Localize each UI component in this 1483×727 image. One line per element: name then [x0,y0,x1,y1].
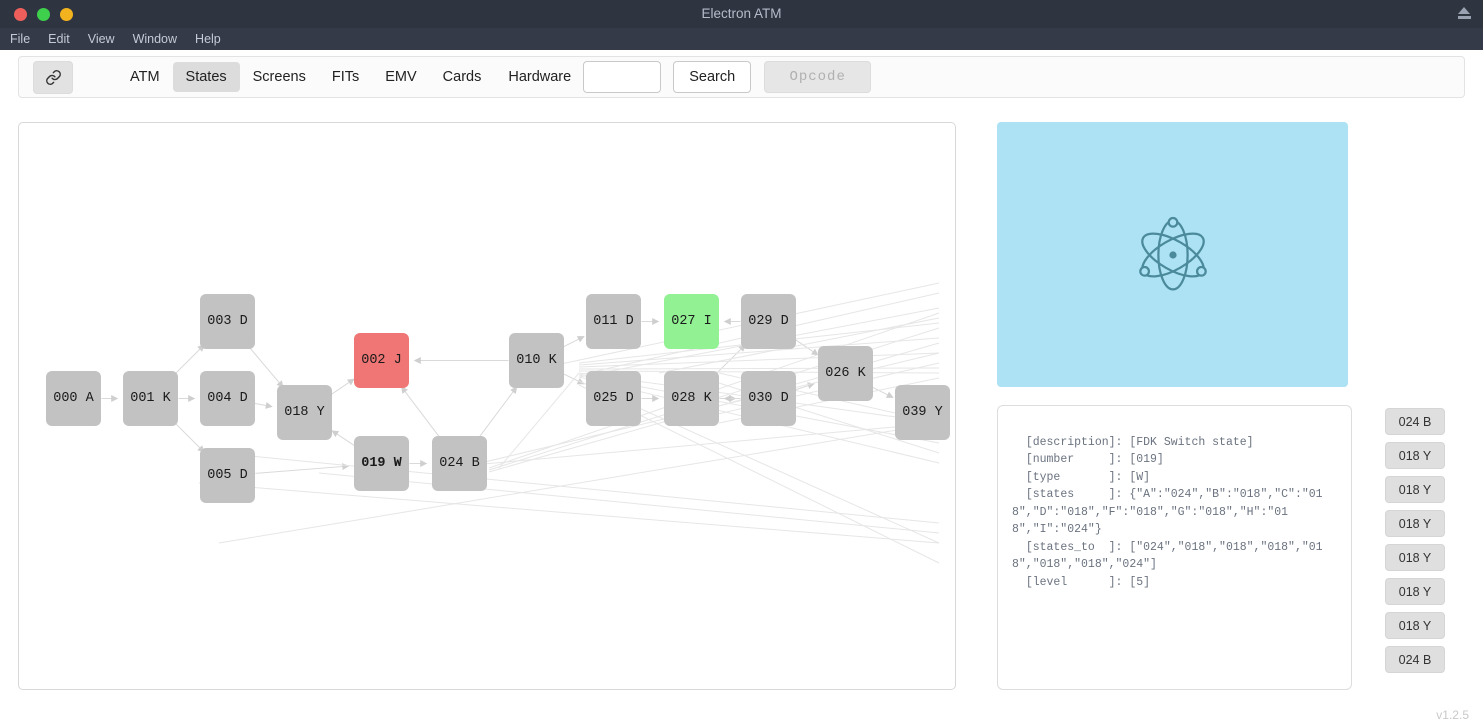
graph-node-010-k[interactable]: 010 K [509,333,564,388]
graph-node-030-d[interactable]: 030 D [741,371,796,426]
graph-node-003-d[interactable]: 003 D [200,294,255,349]
graph-node-028-k[interactable]: 028 K [664,371,719,426]
state-graph-panel[interactable]: 000 A 001 K 003 D 004 D 005 D 018 Y 002 J 019 W… [18,122,956,690]
traffic-light-controls [14,8,73,21]
graph-edge [254,402,273,409]
graph-edge [255,463,350,474]
menu-bar: File Edit View Window Help [0,28,1483,50]
graph-edge [475,386,518,442]
state-details-panel: [description]: [FDK Switch state] [numbe… [997,405,1352,690]
nav-tab-emv[interactable]: EMV [385,69,417,85]
stack-item[interactable]: 024 B [1385,408,1445,435]
graph-edge [870,385,894,399]
graph-edge [245,342,284,388]
stack-item[interactable]: 024 B [1385,646,1445,673]
state-details-text: [description]: [FDK Switch state] [numbe… [1012,436,1323,589]
graph-edge-background [658,317,940,374]
electron-logo-panel [997,122,1348,387]
stack-item[interactable]: 018 Y [1385,578,1445,605]
graph-edge [331,430,359,449]
graph-edge-background [678,362,940,424]
window-title: Electron ATM [701,6,782,21]
link-icon [45,69,61,85]
nav-tab-cards[interactable]: Cards [442,69,482,85]
state-history-stack: 024 B 018 Y 018 Y 018 Y 018 Y 018 Y 018 Y 024 B [1385,408,1445,673]
menu-item-edit[interactable]: Edit [48,32,70,46]
graph-edge-background [518,282,940,374]
stack-item[interactable]: 018 Y [1385,510,1445,537]
hardware-label: Hardware [508,69,572,85]
graph-node-004-d[interactable]: 004 D [200,371,255,426]
menu-item-help[interactable]: Help [195,32,221,46]
graph-node-025-d[interactable]: 025 D [586,371,641,426]
graph-node-005-d[interactable]: 005 D [200,448,255,503]
stack-item[interactable]: 018 Y [1385,544,1445,571]
graph-node-000-a[interactable]: 000 A [46,371,101,426]
nav-tab-screens[interactable]: Screens [252,69,306,85]
graph-edge [327,378,355,398]
maximize-window-button[interactable] [60,8,73,21]
window-titlebar: Electron ATM [0,0,1483,28]
nav-tab-states[interactable]: States [172,62,240,92]
minimize-window-button[interactable] [37,8,50,21]
graph-node-026-k[interactable]: 026 K [818,346,873,401]
graph-node-002-j[interactable]: 002 J [354,333,409,388]
app-version: v1.2.5 [1436,708,1469,722]
menu-item-window[interactable]: Window [132,32,178,46]
stack-item[interactable]: 018 Y [1385,442,1445,469]
graph-edge [794,382,815,391]
nav-tab-atm[interactable]: ATM [130,69,160,85]
graph-edge-background [578,337,940,366]
section-nav: ATM States Screens FITs EMV Cards [117,62,494,92]
graph-node-011-d[interactable]: 011 D [586,294,641,349]
graph-edge-background [498,372,580,469]
graph-edge-background [218,422,940,544]
graph-node-027-i[interactable]: 027 I [664,294,719,349]
graph-edge-background [578,352,940,368]
stack-item[interactable]: 018 Y [1385,476,1445,503]
connect-button[interactable] [33,60,73,94]
main-toolbar: ATM States Screens FITs EMV Cards Hardwa… [18,56,1465,98]
close-window-button[interactable] [14,8,27,21]
graph-edge [791,336,819,356]
graph-edge-background [438,422,940,469]
graph-node-039-y[interactable]: 039 Y [895,385,950,440]
graph-node-019-w[interactable]: 019 W [354,436,409,491]
menu-item-view[interactable]: View [87,32,115,46]
graph-node-001-k[interactable]: 001 K [123,371,178,426]
eject-icon[interactable] [1455,7,1473,21]
graph-edge [400,386,443,442]
search-button[interactable]: Search [673,61,752,93]
hardware-input[interactable] [583,61,662,93]
graph-node-018-y[interactable]: 018 Y [277,385,332,440]
eject-bar [1457,16,1471,19]
electron-logo-icon [1138,216,1207,291]
graph-edge [561,335,585,349]
graph-edge-background [198,482,940,544]
opcode-button[interactable]: Opcode [764,61,872,93]
graph-edge-background [318,472,940,534]
menu-item-file[interactable]: File [10,32,31,46]
stack-item[interactable]: 018 Y [1385,612,1445,639]
graph-edge-background [578,367,940,370]
graph-node-024-b[interactable]: 024 B [432,436,487,491]
state-graph-edges [101,282,940,564]
graph-edge-background [218,452,940,524]
eject-triangle [1458,7,1470,14]
nav-tab-fits[interactable]: FITs [331,69,360,85]
graph-node-029-d[interactable]: 029 D [741,294,796,349]
